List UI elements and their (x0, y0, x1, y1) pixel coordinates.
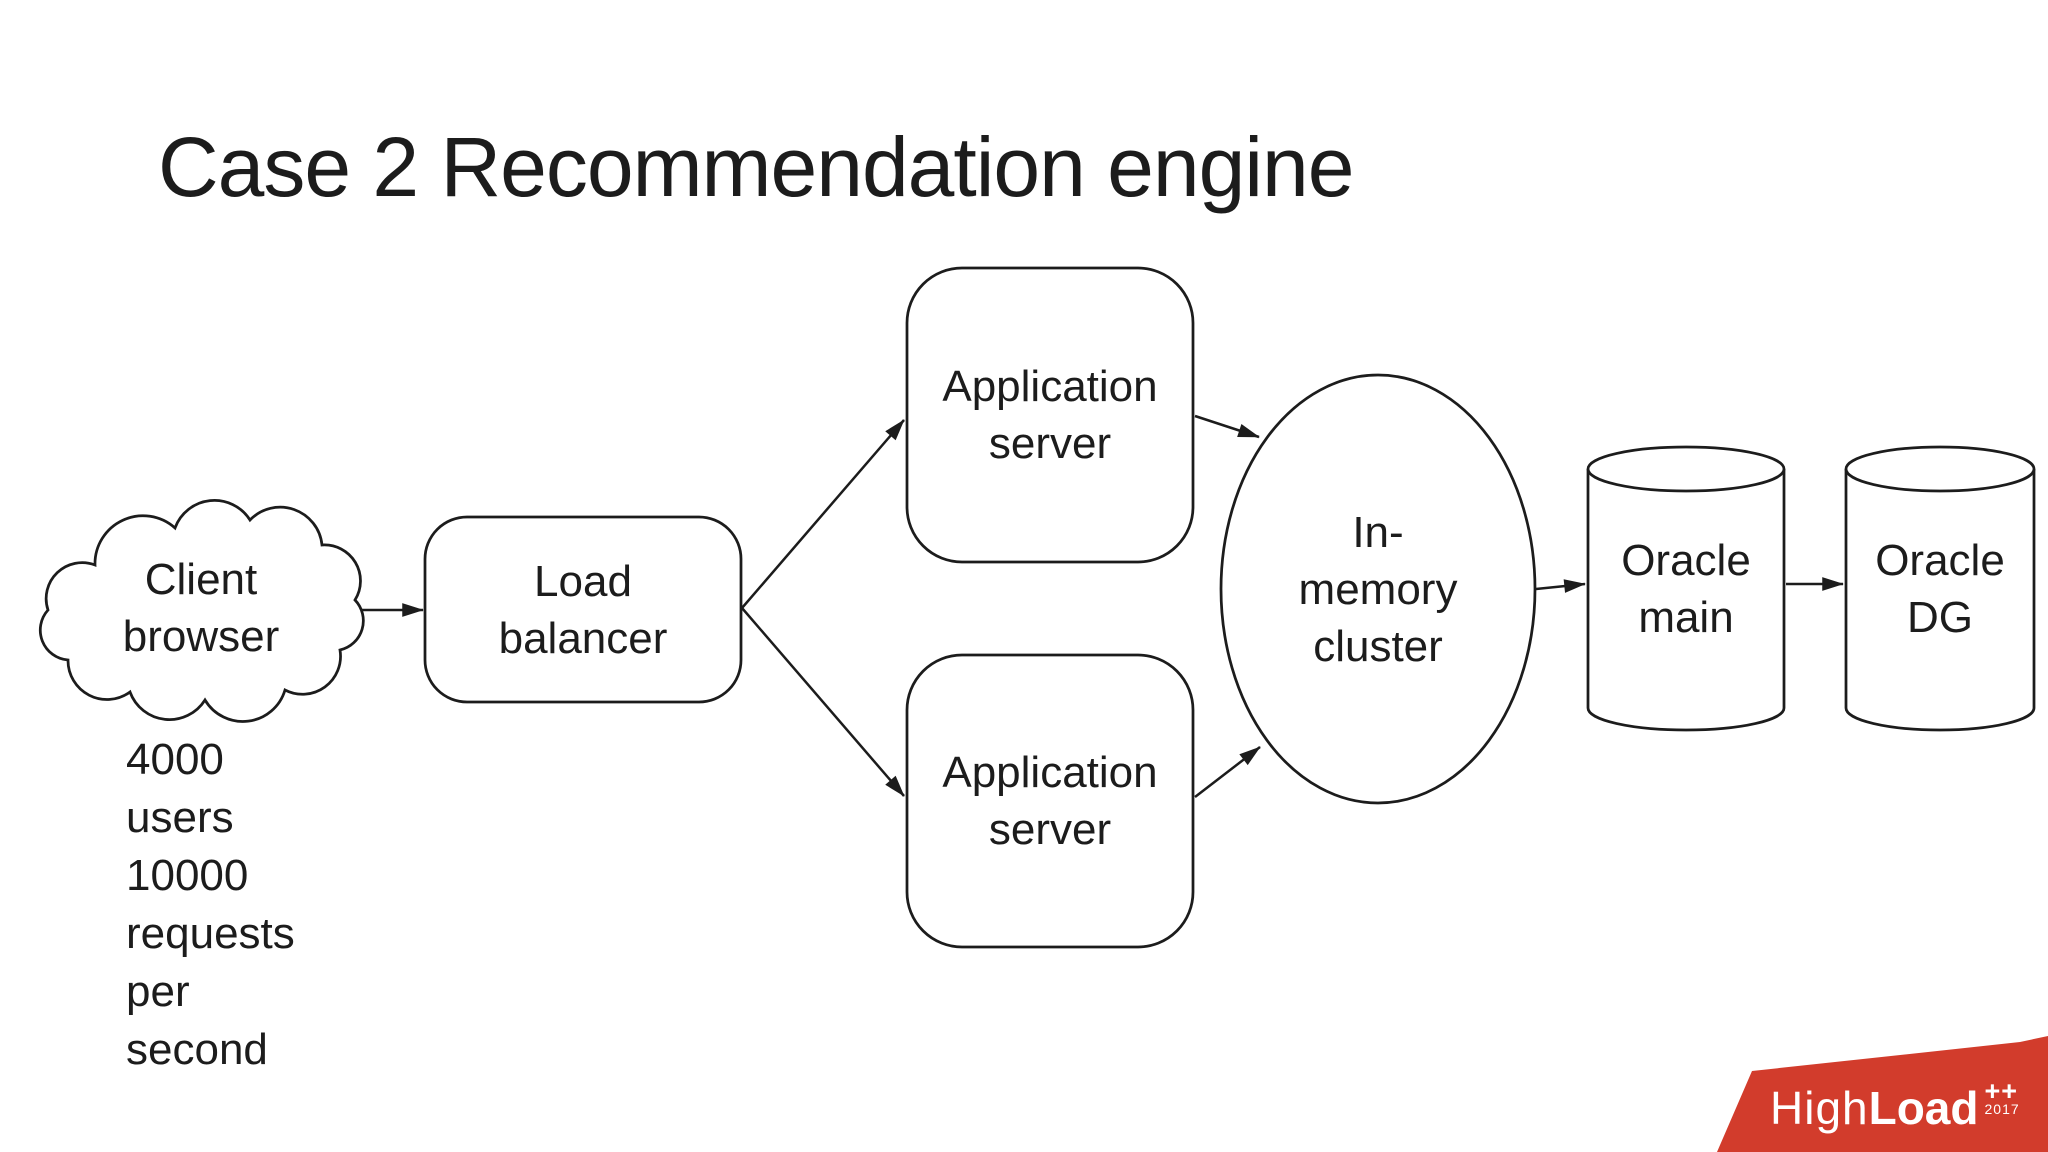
logo-suffix-block: ++ 2017 (1984, 1076, 2020, 1117)
app-server-bottom-label: Application server (942, 748, 1158, 854)
oracle-main-cylinder-top (1586, 445, 1786, 493)
logo-plus-plus: ++ (1984, 1076, 2019, 1106)
in-memory-cluster-ellipse (1219, 373, 1537, 805)
app-server-top-label: Application server (942, 362, 1158, 468)
client-cloud-shape (38, 499, 365, 723)
connector-app-bottom-to-cluster (1194, 746, 1261, 798)
client-browser-label: Client browser (122, 554, 280, 661)
highload-logo-shape (1717, 1036, 2048, 1152)
logo-brand-bold: Load (1868, 1082, 1979, 1134)
logo-brand-light: High (1770, 1082, 1869, 1134)
app-server-bottom-box (905, 653, 1195, 949)
connector-lb-to-app-bottom (741, 607, 905, 797)
logo-year: 2017 (1984, 1101, 2020, 1117)
oracle-main-cylinder-body (1586, 469, 1786, 732)
connector-lb-to-app-top (741, 419, 905, 609)
connector-cluster-to-oracle-main (1535, 579, 1586, 593)
connector-app-top-to-cluster (1194, 414, 1260, 439)
load-balancer-label: Load balancer (498, 556, 668, 663)
app-server-top-box (905, 266, 1195, 564)
load-balancer-box (423, 515, 743, 704)
in-memory-cluster-label: In- memory cluster (1298, 507, 1458, 671)
oracle-dg-label: Oracle DG (1875, 535, 2005, 642)
oracle-dg-cylinder-body (1844, 469, 2036, 732)
load-stats-annotation: 4000 users 10000 requests per second (126, 735, 295, 1074)
oracle-main-label: Oracle main (1621, 535, 1751, 642)
page-title: Case 2 Recommendation engine (158, 120, 1354, 214)
oracle-dg-cylinder-top (1844, 445, 2036, 493)
